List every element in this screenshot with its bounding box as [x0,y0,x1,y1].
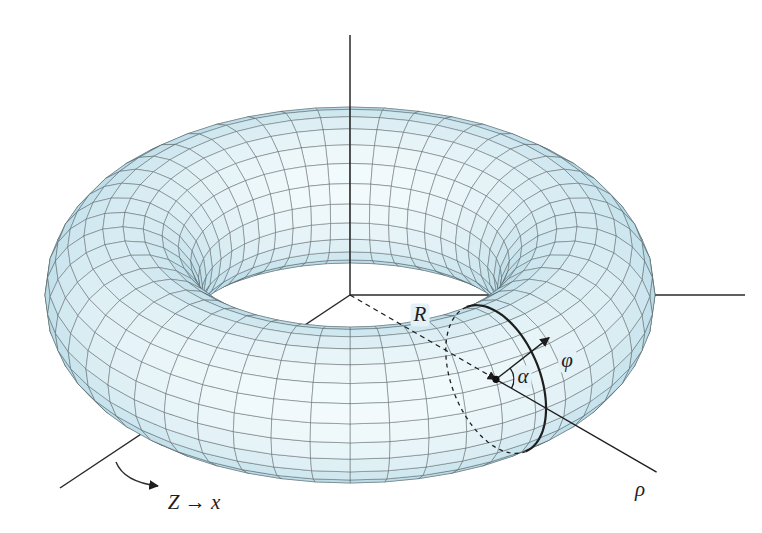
torus-face [318,336,350,349]
torus-face [123,212,145,229]
torus-face [387,379,426,403]
torus-face [328,252,350,261]
torus-face [123,227,145,242]
torus-face [292,206,311,228]
torus-face [389,186,411,209]
torus-face [329,184,350,205]
torus-face [326,145,351,164]
torus-face [369,204,389,225]
torus-face [297,130,326,148]
cross-section-circle [446,307,526,453]
torus-face [329,239,350,252]
torus-face [575,212,597,229]
torus-face [103,212,125,229]
torus-face [350,471,388,480]
torus-face [320,329,350,337]
torus-face [237,373,277,399]
angle-arc [510,368,514,388]
angle-label: φ [558,349,576,372]
torus-face [350,442,390,460]
torus-face [350,382,388,403]
torus-face [203,365,242,393]
torus-face [312,382,350,403]
torus-face [328,163,350,184]
torus-face [370,240,392,255]
torus-face [388,399,428,423]
torus-face [385,361,423,383]
torus-face [350,109,382,117]
torus-face [350,145,375,164]
torus-face [311,204,331,225]
torus-face [369,223,389,241]
rho-axis [496,379,657,472]
torus-face [323,129,350,146]
torus-face [350,184,371,205]
axes-under [60,295,745,488]
torus-face [311,458,351,472]
y-axis [60,295,350,488]
torus-face [350,204,370,224]
torus-face [350,252,372,261]
torus-face [320,117,350,130]
cross-section-circle [525,408,546,451]
tube-centre-dot [492,376,499,383]
torus-face [375,130,404,148]
torus-face [350,163,372,184]
torus-face [350,348,385,365]
torus-face [555,212,577,229]
torus-face [310,442,350,460]
torus-face [171,355,209,384]
torus-face [272,399,312,423]
torus-face [311,223,331,241]
torus-face [309,184,331,206]
torus-face [558,348,590,381]
torus-face [555,227,577,242]
major-radius-line [350,295,496,379]
overlay-lines [350,35,657,472]
torus-face [350,458,390,472]
torus-face [274,379,313,403]
torus-face [350,364,387,384]
torus-face [301,146,327,167]
rotation-arrow [116,462,158,486]
torus-face [330,223,350,240]
torus-face [315,348,350,365]
torus-face [350,403,390,424]
torus-face [289,186,311,209]
rotation-label: Z → x [165,491,224,514]
torus-face [372,146,398,167]
major-radius-label: R [411,303,430,326]
torus-face [330,204,350,224]
torus-face [277,361,315,383]
torus-face [423,373,463,399]
torus-face [350,423,390,443]
torus-face [350,117,380,130]
z-axis [349,35,351,295]
torus-face [371,164,395,186]
torus-face [370,184,392,206]
torus-face [389,206,408,228]
torus-face [309,240,331,255]
cross-section-circle [466,305,546,408]
torus-face [310,423,350,443]
torus-face [306,164,330,186]
torus-face [350,239,371,252]
torus-face [311,403,351,424]
torus-face [350,329,380,337]
torus-face [313,364,350,384]
angle-label: α [514,365,531,388]
torus-face [350,336,382,349]
torus-face [318,109,350,117]
axis-label: ρ [632,478,648,501]
torus-face [350,223,370,240]
torus-face [350,129,377,146]
torus-face [312,471,350,480]
